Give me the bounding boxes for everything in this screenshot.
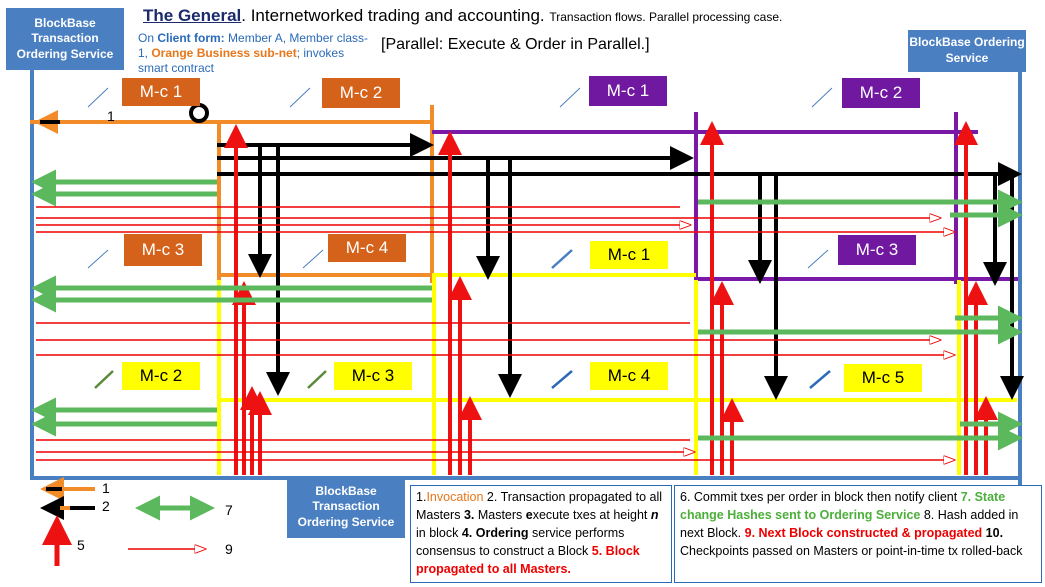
right-service-line bbox=[1018, 70, 1022, 485]
master-yellow-mc4: M-c 4 bbox=[590, 362, 668, 390]
bottom-service-line bbox=[30, 476, 1022, 480]
legend-label-9: 9 bbox=[225, 541, 233, 557]
black-horizontal-arrows bbox=[217, 133, 1022, 186]
master-orange-mc4: M-c 4 bbox=[328, 234, 406, 262]
client-note: On Client form: Member A, Member class-1… bbox=[138, 31, 369, 75]
master-orange-mc3: M-c 3 bbox=[124, 234, 202, 266]
legend-label-7: 7 bbox=[225, 502, 233, 518]
legend-label-1: 1 bbox=[102, 480, 110, 496]
master-yellow-mc2: M-c 2 bbox=[122, 362, 200, 390]
legend-glyphs bbox=[40, 477, 215, 566]
master-orange-mc2: M-c 2 bbox=[322, 78, 400, 108]
master-yellow-mc5: M-c 5 bbox=[844, 364, 922, 392]
page-title: The General. Internetworked trading and … bbox=[143, 6, 783, 25]
master-yellow-mc1: M-c 1 bbox=[590, 241, 668, 269]
master-purple-mc3: M-c 3 bbox=[838, 235, 916, 265]
master-yellow-mc3: M-c 3 bbox=[334, 362, 412, 390]
legend-label-2: 2 bbox=[102, 498, 110, 514]
slash-marks bbox=[87, 87, 833, 389]
steps-box-left: 1.Invocation 2. Transaction propagated t… bbox=[410, 485, 672, 583]
steps-box-right: 6. Commit txes per order in block then n… bbox=[674, 485, 1042, 583]
legend-label-5: 5 bbox=[77, 537, 85, 553]
left-service-line bbox=[30, 70, 34, 480]
red-thin-lines bbox=[36, 206, 954, 460]
circle-icon bbox=[189, 103, 209, 123]
master-purple-mc1: M-c 1 bbox=[589, 76, 667, 106]
master-orange-mc1: M-c 1 bbox=[122, 78, 200, 106]
black-vertical-arrows bbox=[248, 145, 1024, 400]
flow-marker-1: 1 bbox=[107, 108, 115, 124]
left-ordering-service-box: BlockBase Transaction Ordering Service bbox=[6, 8, 124, 70]
green-arrows bbox=[31, 169, 1023, 451]
master-purple-mc2: M-c 2 bbox=[842, 78, 920, 108]
bottom-ordering-service-box: BlockBase Transaction Ordering Service bbox=[287, 476, 405, 538]
parallel-note: [Parallel: Execute & Order in Parallel.] bbox=[381, 36, 650, 53]
right-ordering-service-box: BlockBase Ordering Service bbox=[908, 30, 1026, 72]
